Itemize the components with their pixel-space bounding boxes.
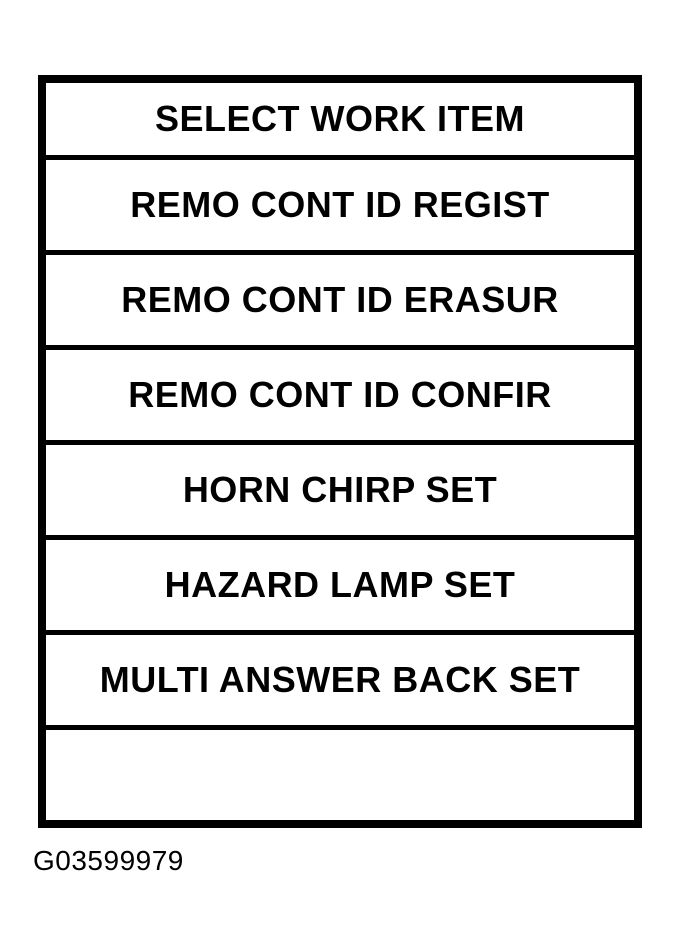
menu-item-label: MULTI ANSWER BACK SET: [99, 659, 581, 700]
menu-title: SELECT WORK ITEM: [155, 98, 525, 139]
menu-item-label: REMO CONT ID REGIST: [130, 184, 550, 225]
select-work-item-menu: SELECT WORK ITEM REMO CONT ID REGIST REM…: [38, 75, 642, 828]
menu-item-label: HORN CHIRP SET: [182, 469, 498, 510]
menu-title-row: SELECT WORK ITEM: [46, 83, 634, 155]
menu-item-label: REMO CONT ID ERASUR: [121, 279, 559, 320]
figure-id-caption: G03599979: [33, 845, 184, 876]
menu-item-multi-answer-back-set: MULTI ANSWER BACK SET: [46, 630, 634, 725]
menu-item-hazard-lamp-set: HAZARD LAMP SET: [46, 535, 634, 630]
menu-item-horn-chirp-set: HORN CHIRP SET: [46, 440, 634, 535]
menu-item-label: HAZARD LAMP SET: [164, 564, 516, 605]
menu-empty-row: [46, 725, 634, 820]
menu-item-remo-cont-id-erasur: REMO CONT ID ERASUR: [46, 250, 634, 345]
menu-item-remo-cont-id-regist: REMO CONT ID REGIST: [46, 155, 634, 250]
menu-item-label: REMO CONT ID CONFIR: [128, 374, 552, 415]
menu-item-remo-cont-id-confir: REMO CONT ID CONFIR: [46, 345, 634, 440]
